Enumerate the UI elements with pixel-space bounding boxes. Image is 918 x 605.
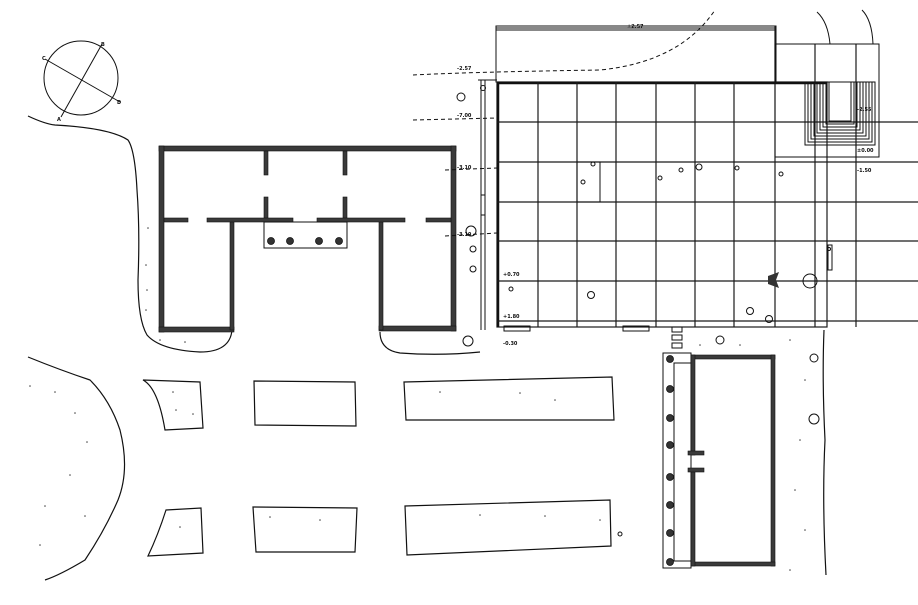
landscape-edge-left: [27, 115, 233, 353]
elevation-label: -3.10: [457, 165, 472, 171]
tree-icon: [809, 353, 819, 363]
elevation-label: +1.80: [503, 314, 520, 320]
tree-icon: [462, 335, 474, 347]
elevation-label: -3.10: [457, 232, 472, 238]
tree-row: [456, 92, 477, 273]
elevation-label: -1.50: [857, 168, 872, 174]
tree-icon: [715, 335, 725, 345]
elevation-label: -7.00: [457, 113, 472, 119]
landscape-edge-right: [822, 329, 827, 576]
landscape-texture: [145, 227, 186, 343]
elevation-label: -0.30: [503, 341, 518, 347]
boundary-lines: [478, 79, 497, 330]
elevation-label-roof: ±2.57: [627, 24, 644, 30]
landscape-edge-right-wing: [379, 331, 481, 355]
compass-label-c: C: [42, 56, 46, 62]
compass-label-a: A: [57, 117, 61, 123]
landscape-mound: [27, 356, 126, 581]
landscape-texture: [699, 339, 806, 571]
large-building: [495, 25, 918, 349]
elevation-label: -2.55: [857, 107, 872, 113]
stepped-structure: [804, 9, 876, 146]
landscape-texture: [29, 385, 88, 546]
garden-beds: [142, 376, 615, 557]
elevation-label: ±0.00: [857, 148, 874, 154]
small-building: [662, 352, 776, 569]
tree-icon: [808, 413, 820, 425]
elevation-label: +0.70: [503, 272, 520, 278]
tree-icon: [617, 531, 623, 537]
compass-label-b: B: [101, 42, 105, 48]
entrance-arrow-icon: [768, 272, 779, 288]
u-shaped-building: [158, 145, 457, 333]
compass-label-d: D: [117, 100, 121, 106]
north-arrow-icon: C A B D: [42, 40, 121, 123]
contour-lines: [412, 9, 716, 237]
elevation-label: -2.57: [457, 66, 472, 72]
elevation-labels: ±2.57 -2.57 -7.00 -3.10 -3.10 +0.70 +1.8…: [457, 24, 874, 347]
